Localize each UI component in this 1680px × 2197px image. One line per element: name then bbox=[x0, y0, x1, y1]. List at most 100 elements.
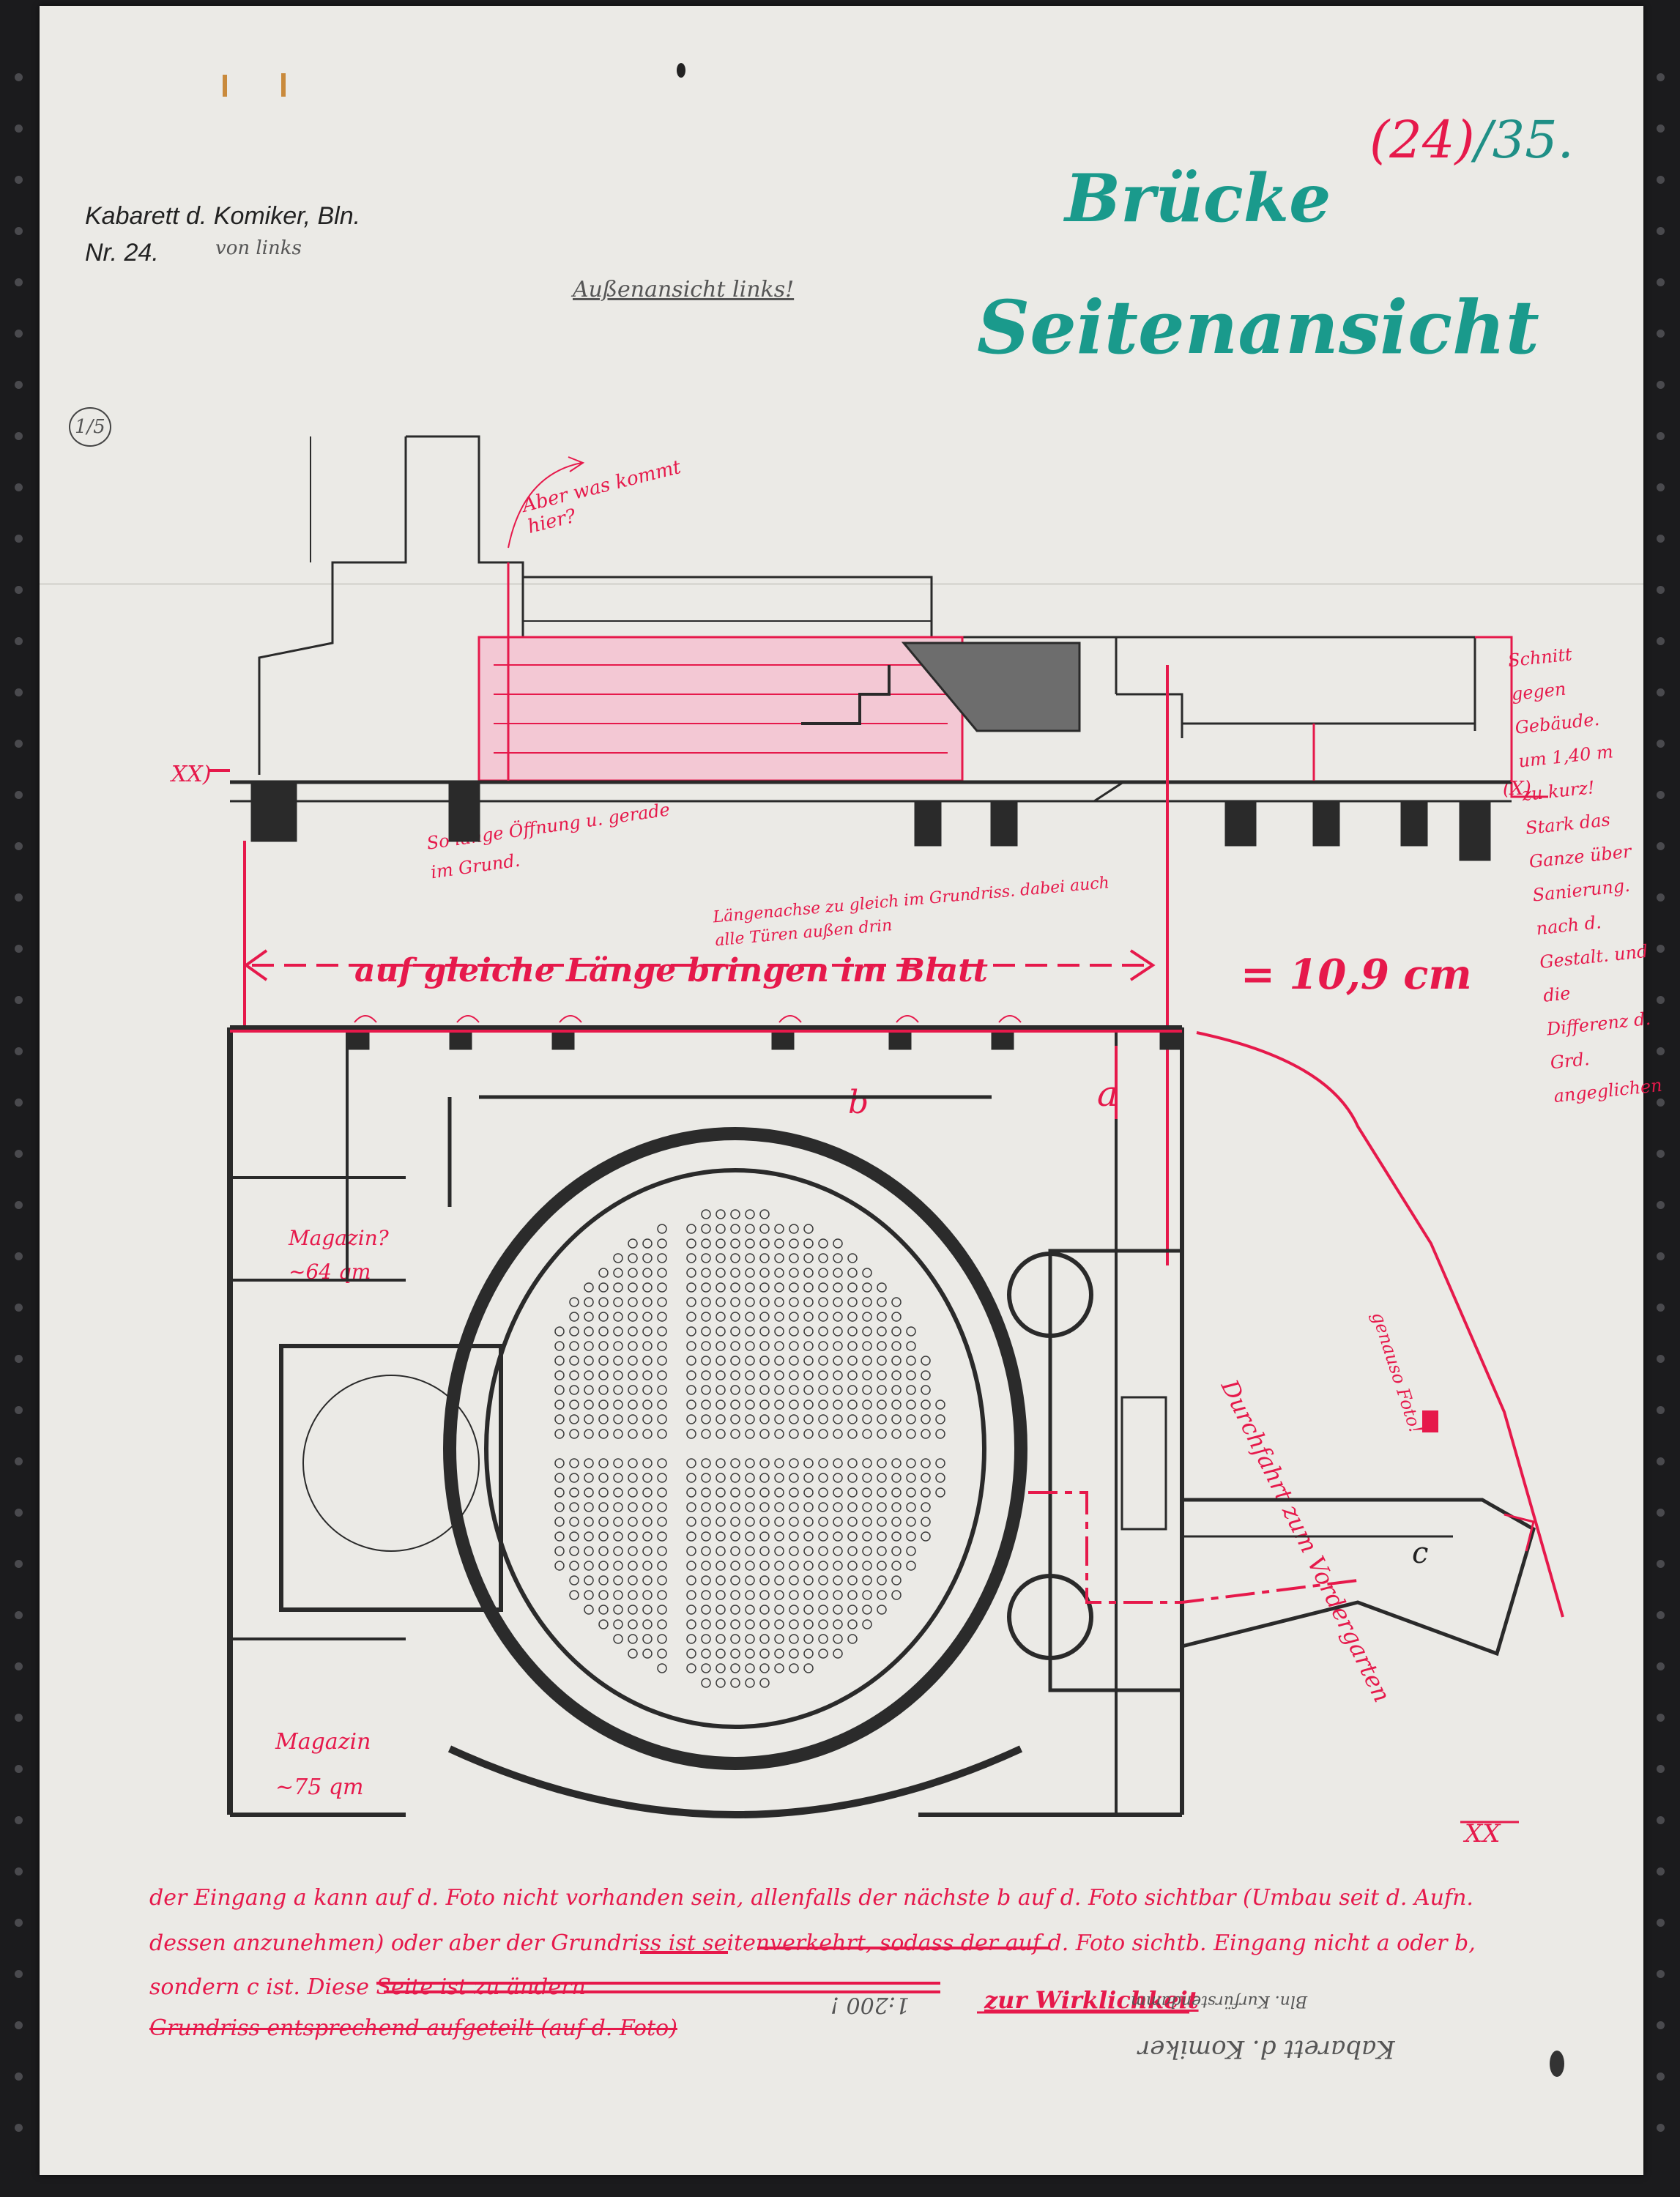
seat bbox=[847, 1487, 858, 1498]
seat bbox=[569, 1326, 579, 1337]
punch-hole bbox=[15, 330, 23, 338]
seat bbox=[833, 1517, 843, 1527]
seat bbox=[803, 1429, 814, 1439]
punch-hole bbox=[15, 1970, 23, 1978]
drawing-sheet: Kabarett d. Komiker, Bln. Nr. 24. von li… bbox=[40, 6, 1663, 2175]
seat bbox=[686, 1414, 696, 1424]
punch-hole bbox=[15, 227, 23, 235]
ink-spot bbox=[677, 63, 685, 78]
seat bbox=[891, 1517, 902, 1527]
seat bbox=[584, 1458, 594, 1468]
seat bbox=[716, 1546, 726, 1556]
paper-fold-line bbox=[40, 583, 1643, 585]
punch-hole bbox=[1657, 1714, 1665, 1722]
seat bbox=[745, 1385, 755, 1395]
seat bbox=[730, 1429, 740, 1439]
seat bbox=[877, 1605, 887, 1615]
seat bbox=[906, 1517, 916, 1527]
punch-hole bbox=[15, 996, 23, 1004]
seat bbox=[730, 1312, 740, 1322]
seat bbox=[803, 1238, 814, 1249]
seat bbox=[716, 1517, 726, 1527]
seat bbox=[774, 1370, 784, 1380]
punch-hole bbox=[15, 1150, 23, 1158]
seat bbox=[862, 1429, 872, 1439]
seat bbox=[803, 1561, 814, 1571]
seat bbox=[818, 1429, 828, 1439]
seat bbox=[657, 1502, 667, 1512]
seat bbox=[598, 1297, 609, 1307]
sheet-number: 1/5 bbox=[69, 407, 111, 447]
seat bbox=[584, 1282, 594, 1293]
seat bbox=[862, 1517, 872, 1527]
seat bbox=[598, 1268, 609, 1278]
seat bbox=[774, 1414, 784, 1424]
seat bbox=[789, 1399, 799, 1410]
seat bbox=[569, 1575, 579, 1586]
seat bbox=[642, 1341, 653, 1351]
seat bbox=[862, 1605, 872, 1615]
entrance-label-c: c bbox=[1412, 1536, 1429, 1570]
punch-hole bbox=[1657, 2021, 1665, 2029]
seat bbox=[745, 1517, 755, 1527]
seat bbox=[862, 1546, 872, 1556]
punch-hole bbox=[1657, 1970, 1665, 1978]
red-page-number: (24) bbox=[1369, 110, 1475, 170]
seat bbox=[642, 1590, 653, 1600]
seat bbox=[701, 1356, 711, 1366]
seat bbox=[877, 1370, 887, 1380]
seat bbox=[833, 1648, 843, 1659]
seat bbox=[862, 1531, 872, 1542]
seat bbox=[921, 1487, 931, 1498]
seat bbox=[716, 1414, 726, 1424]
seat bbox=[701, 1487, 711, 1498]
seat bbox=[877, 1414, 887, 1424]
seat bbox=[642, 1385, 653, 1395]
seat bbox=[818, 1517, 828, 1527]
seat bbox=[657, 1473, 667, 1483]
seat bbox=[774, 1326, 784, 1337]
seat bbox=[862, 1619, 872, 1629]
seat bbox=[569, 1341, 579, 1351]
seat bbox=[935, 1458, 945, 1468]
seat bbox=[657, 1531, 667, 1542]
seat bbox=[906, 1531, 916, 1542]
punch-hole bbox=[15, 73, 23, 81]
seat bbox=[803, 1385, 814, 1395]
seat bbox=[789, 1663, 799, 1673]
seat bbox=[803, 1619, 814, 1629]
seat bbox=[862, 1575, 872, 1586]
seat bbox=[774, 1238, 784, 1249]
seat bbox=[862, 1561, 872, 1571]
seat bbox=[803, 1224, 814, 1234]
seat bbox=[759, 1326, 770, 1337]
seat bbox=[716, 1473, 726, 1483]
auditorium-inner-wall bbox=[484, 1168, 986, 1729]
seat bbox=[789, 1487, 799, 1498]
seat bbox=[716, 1487, 726, 1498]
seat bbox=[657, 1282, 667, 1293]
seat bbox=[891, 1575, 902, 1586]
seat bbox=[642, 1268, 653, 1278]
seat bbox=[833, 1546, 843, 1556]
seat bbox=[935, 1399, 945, 1410]
seat bbox=[745, 1590, 755, 1600]
seat bbox=[554, 1385, 565, 1395]
seat bbox=[584, 1590, 594, 1600]
punch-hole bbox=[15, 2073, 23, 2081]
seat bbox=[701, 1546, 711, 1556]
typed-number: Nr. 24. bbox=[85, 239, 159, 267]
seat bbox=[759, 1605, 770, 1615]
seat bbox=[745, 1429, 755, 1439]
seat bbox=[701, 1312, 711, 1322]
seat bbox=[818, 1605, 828, 1615]
seat bbox=[847, 1605, 858, 1615]
seat bbox=[833, 1429, 843, 1439]
seat bbox=[584, 1341, 594, 1351]
seat bbox=[686, 1458, 696, 1468]
seat bbox=[847, 1326, 858, 1337]
seat bbox=[613, 1634, 623, 1644]
punch-hole bbox=[1657, 586, 1665, 594]
seat bbox=[686, 1634, 696, 1644]
seat bbox=[906, 1356, 916, 1366]
